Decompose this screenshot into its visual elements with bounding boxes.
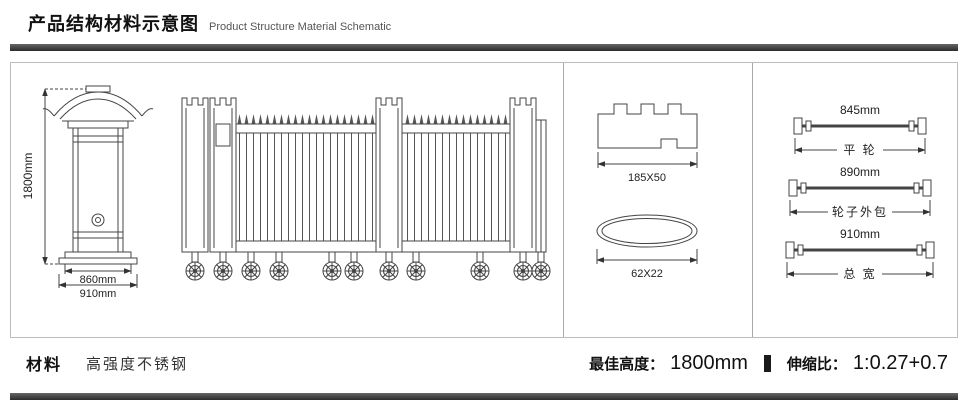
post-body: [58, 127, 138, 265]
post-roof: [42, 85, 154, 129]
panel-divider-2: [752, 63, 753, 337]
rail-profile-drawing: [597, 103, 698, 168]
post-outer-width-dim: 910mm: [80, 288, 117, 300]
ratio-label: 伸缩比：: [786, 355, 847, 373]
retractable-gate-drawing: [181, 97, 551, 281]
dimension-specs: 最佳高度： 1800mm 伸缩比： 1:0.27+0.7: [589, 352, 948, 375]
wheel-wrap-label-mask: [828, 205, 892, 219]
track-ellipse-drawing: [596, 214, 698, 264]
material-spec: 材料 高强度不锈钢: [26, 351, 188, 375]
material-label: 材料: [26, 357, 63, 374]
wheel-wrap-dim: 890mm: [840, 165, 880, 179]
panel-divider-1: [563, 63, 564, 337]
post-inner-width-dim: 860mm: [80, 274, 117, 286]
header-rule-bar: [10, 44, 958, 51]
material-value: 高强度不锈钢: [86, 355, 189, 373]
total-width-label: 总 宽: [843, 266, 876, 281]
best-height-value: 1800mm: [670, 351, 748, 374]
axle-width-panel: 845mm 平 轮 890mm 轮子外包 910mm: [785, 103, 935, 281]
total-width-label-mask: [838, 267, 882, 281]
wheel-wrap-label: 轮子外包: [832, 205, 888, 219]
footer-rule-bar: [10, 393, 958, 400]
page-subtitle: Product Structure Material Schematic: [209, 21, 392, 33]
spec-separator: [763, 354, 771, 372]
post-height-dim: 1800mm: [21, 153, 35, 200]
post-dimension-lines: [42, 88, 138, 288]
footer-spec-row: 材料 高强度不锈钢 最佳高度： 1800mm 伸缩比： 1:0.27+0.7: [26, 345, 948, 381]
cross-section-panel: 185X50 62X22: [596, 103, 698, 280]
best-height-label: 最佳高度：: [589, 355, 665, 373]
total-width-axle-drawing: [785, 241, 935, 278]
track-ellipse-dim: 62X22: [631, 268, 663, 280]
gate-towers: [181, 97, 537, 253]
ratio-value: 1:0.27+0.7: [852, 351, 948, 374]
page-title: 产品结构材料示意图: [28, 14, 199, 34]
header: 产品结构材料示意图 Product Structure Material Sch…: [28, 10, 391, 36]
gate-post-drawing: 1800mm 860mm 910mm: [21, 85, 154, 300]
gate-wheels: [185, 251, 551, 281]
flat-wheel-label: 平 轮: [843, 143, 876, 157]
flat-wheel-label-mask: [837, 143, 883, 157]
total-width-dim: 910mm: [840, 227, 880, 241]
rail-profile-dim: 185X50: [628, 172, 666, 184]
flat-wheel-dim: 845mm: [840, 103, 880, 117]
